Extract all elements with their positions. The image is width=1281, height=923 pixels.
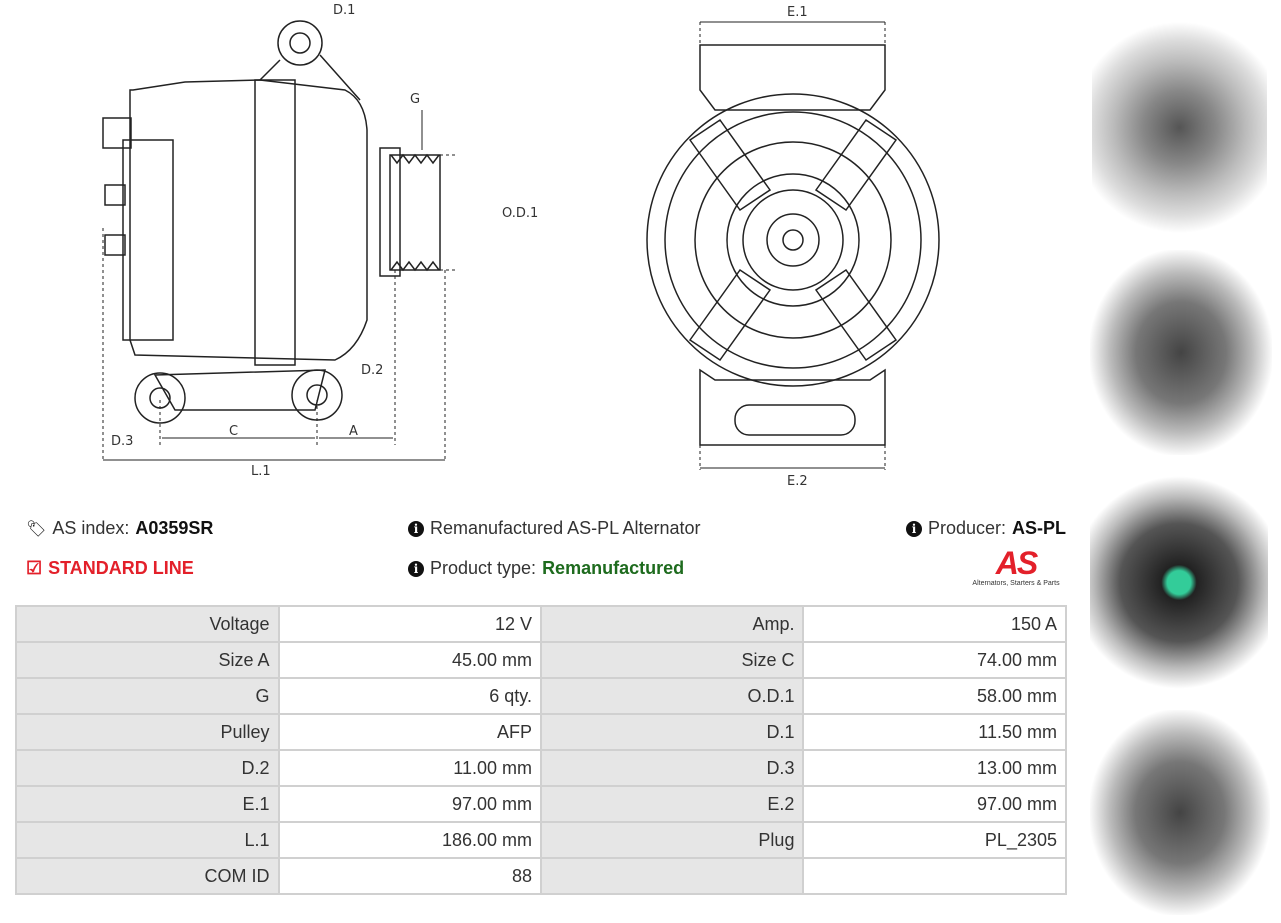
spec-label: [539, 857, 805, 895]
checkbox-icon: ☑: [26, 558, 43, 578]
product-type-value: Remanufactured: [542, 558, 685, 578]
spec-value: 74.00 mm: [802, 641, 1067, 679]
spec-value: 11.50 mm: [802, 713, 1067, 751]
spec-label: D.1: [539, 713, 805, 751]
spec-label: Amp.: [539, 605, 805, 643]
label-e1: E.1: [787, 5, 808, 20]
description-text: Remanufactured AS-PL Alternator: [430, 518, 701, 538]
label-od1: O.D.1: [502, 206, 539, 221]
spec-label: E.1: [15, 785, 280, 823]
label-e2: E.2: [787, 474, 808, 489]
spec-label: Pulley: [15, 713, 280, 751]
as-index-value: A0359SR: [135, 518, 214, 538]
side-view-drawing: [102, 20, 455, 462]
spec-value: 97.00 mm: [277, 785, 542, 823]
spec-label: Size A: [15, 641, 280, 679]
front-view-drawing: [646, 21, 940, 470]
spec-label: L.1: [15, 821, 280, 859]
spec-label: E.2: [539, 785, 805, 823]
spec-value: 97.00 mm: [802, 785, 1067, 823]
logo-tagline: Alternators, Starters & Parts: [972, 580, 1060, 587]
spec-label: Size C: [539, 641, 805, 679]
spec-label: Plug: [539, 821, 805, 859]
spec-value: PL_2305: [802, 821, 1067, 859]
info-icon: i: [408, 560, 424, 577]
label-c: C: [229, 424, 239, 439]
product-photo-front[interactable]: [1092, 10, 1267, 245]
spec-label: O.D.1: [539, 677, 805, 715]
as-pl-logo: AS Alternators, Starters & Parts: [966, 546, 1066, 587]
info-icon: i: [408, 520, 424, 537]
spec-label: G: [15, 677, 280, 715]
spec-value: 150 A: [802, 605, 1067, 643]
spec-value: 6 qty.: [277, 677, 542, 715]
label-a: A: [349, 424, 358, 439]
spec-label: D.3: [539, 749, 805, 787]
standard-line: ☑ STANDARD LINE: [26, 558, 194, 579]
info-icon: i: [906, 520, 922, 537]
spec-value: 11.00 mm: [277, 749, 542, 787]
logo-text: AS: [995, 545, 1038, 581]
product-type-label: Product type:: [430, 558, 537, 578]
product-photo-side-2[interactable]: [1090, 710, 1270, 915]
spec-label: COM ID: [15, 857, 280, 895]
spec-value: 186.00 mm: [277, 821, 542, 859]
spec-value: 13.00 mm: [802, 749, 1067, 787]
spec-value: 12 V: [277, 605, 542, 643]
standard-line-label: STANDARD LINE: [48, 558, 194, 578]
product-photo-back[interactable]: [1090, 465, 1268, 700]
spec-value: 88: [277, 857, 542, 895]
spec-label: Voltage: [15, 605, 280, 643]
label-g: G: [410, 92, 421, 107]
producer-value: AS-PL: [1012, 518, 1067, 538]
product-photo-side[interactable]: [1090, 250, 1272, 455]
description: i Remanufactured AS-PL Alternator: [408, 518, 700, 539]
producer: i Producer: AS-PL: [906, 518, 1066, 539]
as-index-label: AS index:: [52, 518, 130, 538]
spec-value: 58.00 mm: [802, 677, 1067, 715]
tags-icon: 🏷: [26, 520, 47, 538]
as-index: 🏷 AS index: A0359SR: [26, 518, 213, 539]
spec-value: [802, 857, 1067, 895]
label-d3: D.3: [111, 434, 134, 449]
spec-label: D.2: [15, 749, 280, 787]
label-d2: D.2: [361, 363, 384, 378]
label-l1: L.1: [251, 464, 271, 479]
spec-value: 45.00 mm: [277, 641, 542, 679]
producer-label: Producer:: [928, 518, 1007, 538]
label-d1: D.1: [333, 3, 356, 18]
spec-value: AFP: [277, 713, 542, 751]
product-type: i Product type: Remanufactured: [408, 558, 684, 579]
